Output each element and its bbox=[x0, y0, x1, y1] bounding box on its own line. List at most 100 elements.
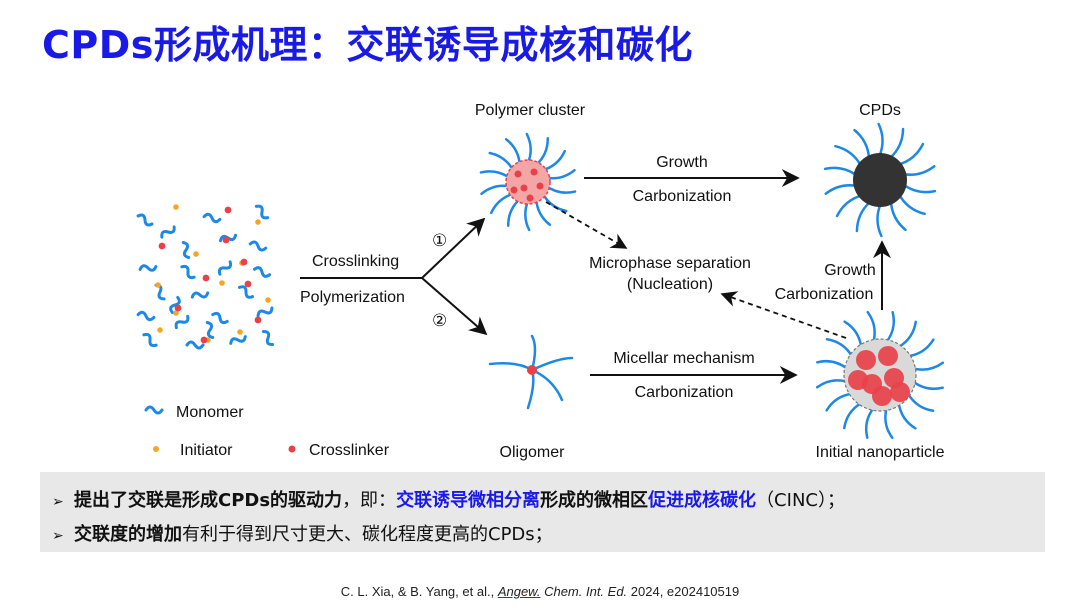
crosslinker-dot bbox=[174, 304, 182, 312]
crosslinking-label: Crosslinking bbox=[312, 253, 399, 270]
cpds-arm bbox=[877, 122, 884, 158]
crosslinking-fork bbox=[300, 217, 488, 336]
crosslinker-dot bbox=[240, 258, 248, 266]
bullet-item-2: ➢ 交联度的增加有利于得到尺寸更大、碳化程度更高的CPDs； bbox=[52, 520, 553, 546]
cpds-arm bbox=[853, 128, 871, 160]
nanoparticle-arm bbox=[843, 320, 863, 348]
nanoparticle-domain bbox=[856, 350, 876, 370]
monomer-chain bbox=[202, 212, 222, 224]
nanoparticle-arm bbox=[912, 361, 945, 371]
legend-initiator-icon bbox=[153, 446, 159, 452]
monomer-chain bbox=[211, 311, 229, 325]
citation: C. L. Xia, & B. Yang, et al., Angew. Che… bbox=[0, 584, 1080, 599]
monomer-chain bbox=[136, 310, 156, 322]
citation-authors: C. L. Xia, & B. Yang, et al., bbox=[340, 584, 498, 599]
oligomer-label: Oligomer bbox=[500, 444, 566, 461]
legend-crosslinker-label: Crosslinker bbox=[309, 442, 390, 459]
initiator-dot bbox=[219, 280, 225, 286]
nanoparticle-arm bbox=[825, 392, 853, 412]
crosslinker-dot bbox=[200, 336, 208, 344]
monomer-chain bbox=[248, 240, 268, 252]
nanoparticle-arm bbox=[816, 359, 848, 370]
route-1-label: ① bbox=[432, 231, 447, 250]
nanoparticle-arm bbox=[912, 380, 944, 391]
initiator-dot bbox=[173, 204, 179, 210]
cpds-arm bbox=[888, 127, 905, 160]
bullet-1-bold: 提出了交联是形成CPDs的驱动力 bbox=[74, 490, 343, 511]
nanoparticle-domain bbox=[890, 382, 910, 402]
polymer-cluster-particle bbox=[479, 132, 577, 232]
polymer-cluster-label: Polymer cluster bbox=[475, 102, 586, 119]
bullet-1-highlight-b: 促进成核碳化 bbox=[648, 490, 757, 511]
microphase-label: Microphase separation bbox=[589, 255, 751, 272]
monomer-chain bbox=[185, 340, 205, 350]
monomer-chain bbox=[254, 204, 270, 220]
bullet-1-highlight-a: 交联诱导微相分离 bbox=[396, 490, 541, 511]
growth-label-right: Growth bbox=[824, 262, 876, 279]
cpds-arm bbox=[834, 144, 863, 167]
monomer-chain bbox=[229, 335, 247, 345]
oligomer-crosslinker bbox=[527, 365, 537, 375]
cpds-core bbox=[853, 153, 907, 207]
polymerization-label: Polymerization bbox=[300, 289, 405, 306]
polymer-arm bbox=[544, 184, 577, 194]
bullet-1-text: ，即： bbox=[342, 490, 397, 511]
cluster-crosslink-dot bbox=[526, 194, 534, 202]
micellar-label: Micellar mechanism bbox=[613, 350, 754, 367]
bullet-arrow-icon: ➢ bbox=[52, 528, 64, 544]
initiator-dot bbox=[155, 282, 161, 288]
carbonization-label-right: Carbonization bbox=[775, 286, 874, 303]
cpds-arm bbox=[823, 166, 858, 177]
polymer-arm bbox=[480, 184, 512, 196]
cpds-arm bbox=[835, 194, 863, 218]
oligomer-arm bbox=[530, 368, 564, 402]
initiator-dot bbox=[265, 297, 271, 303]
polymer-arm bbox=[541, 191, 568, 213]
crosslinker-dot bbox=[222, 236, 230, 244]
crosslinker-dot bbox=[202, 274, 210, 282]
initiator-dot bbox=[193, 251, 199, 257]
citation-journal-a: Angew. bbox=[497, 584, 541, 599]
nanoparticle-domain bbox=[878, 346, 898, 366]
cpds-arm bbox=[902, 183, 937, 194]
citation-journal-b: Chem. Int. Ed. bbox=[540, 584, 628, 599]
nanoparticle-domain bbox=[872, 386, 892, 406]
legend-crosslinker-icon bbox=[288, 445, 296, 453]
cluster-crosslink-dot bbox=[536, 182, 544, 190]
nanoparticle-arm bbox=[907, 338, 935, 358]
monomer-chain bbox=[205, 320, 215, 340]
nanoparticle-arm bbox=[885, 311, 896, 343]
cpds-arm bbox=[897, 193, 926, 216]
cpds-particle bbox=[823, 122, 937, 238]
monomer-chain bbox=[256, 306, 274, 318]
legend: Monomer Initiator Crosslinker bbox=[144, 404, 390, 459]
summary-bullets: ➢ 提出了交联是形成CPDs的驱动力，即：交联诱导微相分离形成的微相区促进成核碳化… bbox=[40, 472, 1045, 552]
nanoparticle-arm bbox=[906, 392, 935, 413]
monomer-chain bbox=[252, 266, 272, 278]
bullet-1-bold-b: 形成的微相区 bbox=[540, 490, 649, 511]
crosslinker-dot bbox=[244, 280, 252, 288]
page-title: CPDs形成机理：交联诱导成核和碳化 bbox=[42, 23, 693, 67]
bullet-2-text: 有利于得到尺寸更大、碳化程度更高的CPDs； bbox=[182, 524, 553, 545]
nanoparticle-arm bbox=[864, 407, 875, 439]
bullet-2-bold: 交联度的增加 bbox=[74, 524, 182, 545]
monomer-chain bbox=[136, 213, 154, 227]
growth-label-top: Growth bbox=[656, 154, 708, 171]
crosslinker-dot bbox=[158, 242, 166, 250]
initial-nanoparticle bbox=[815, 310, 945, 440]
legend-monomer-label: Monomer bbox=[176, 404, 244, 421]
polymer-arm bbox=[506, 197, 522, 227]
monomer-chain bbox=[180, 264, 196, 280]
oligomer-arm bbox=[488, 362, 534, 372]
monomer-chain bbox=[174, 314, 190, 330]
initiator-dot bbox=[255, 219, 261, 225]
dashed-arrow-from-nanoparticle bbox=[720, 291, 847, 339]
carbonization-label-top: Carbonization bbox=[633, 188, 732, 205]
cluster-crosslink-dot bbox=[510, 186, 518, 194]
cpds-arm bbox=[897, 142, 925, 166]
cpds-label: CPDs bbox=[859, 102, 901, 119]
monomer-chain bbox=[160, 225, 176, 239]
initial-nanoparticle-label: Initial nanoparticle bbox=[816, 444, 945, 461]
cpds-arm bbox=[876, 202, 883, 238]
carbonization-label-bottom: Carbonization bbox=[635, 384, 734, 401]
